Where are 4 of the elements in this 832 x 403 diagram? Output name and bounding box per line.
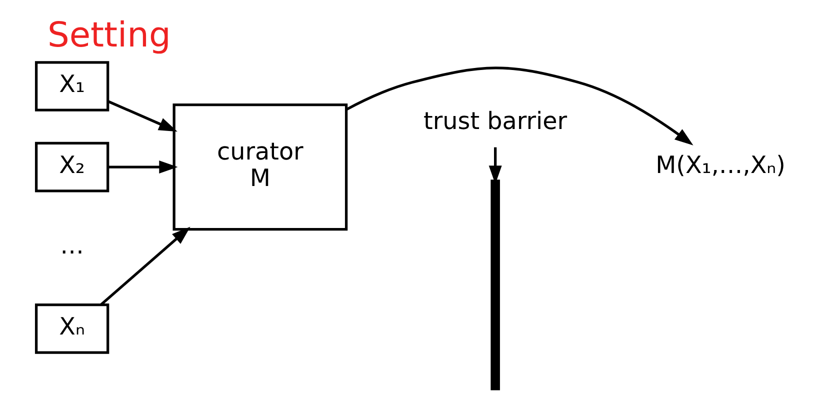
node-text: M(X₁,…,Xₙ) xyxy=(655,150,785,179)
label: … xyxy=(60,232,84,260)
diagram-title: Setting xyxy=(47,15,170,56)
node-text: trust barrier xyxy=(423,107,567,136)
